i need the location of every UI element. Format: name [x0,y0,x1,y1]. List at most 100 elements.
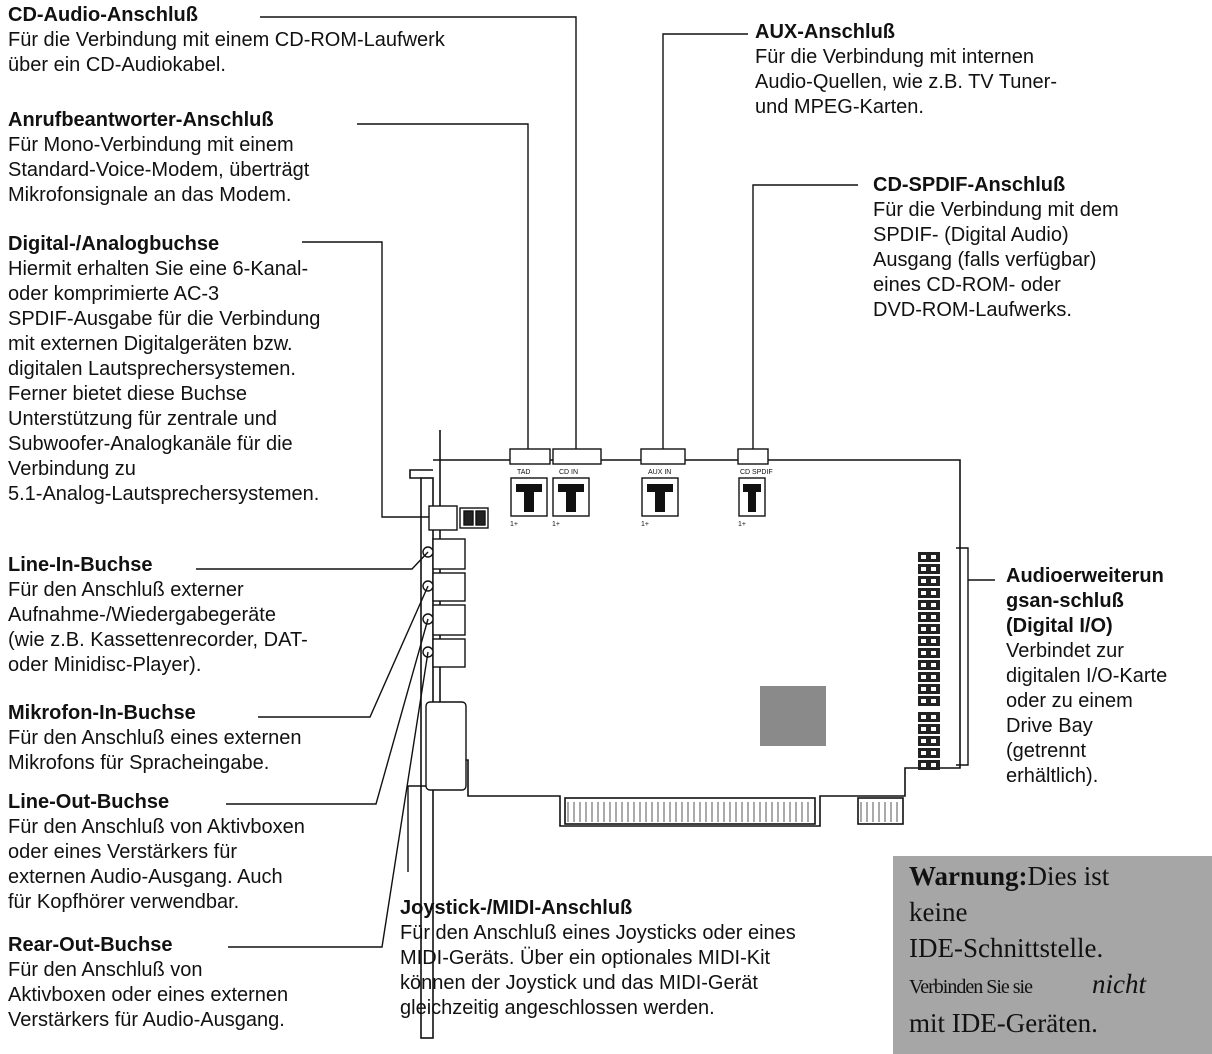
warning-box: Warnung:Dies ist keine IDE-Schnittstelle… [893,856,1212,1054]
aux-connector-frame [640,448,686,465]
cd-audio-label: CD-Audio-Anschluß Für die Verbindung mit… [8,3,445,78]
digital-analog-line: digitalen Lautsprechersystemen. [8,358,296,380]
tad-connector-label: TAD [517,469,530,476]
aux-line: Für die Verbindung mit internen [755,46,1035,68]
cd-spdif-connector-label: CD SPDIF [740,469,773,476]
line-in-line: (wie z.B. Kassettenrecorder, DAT- [8,629,308,651]
line-out-line: Für den Anschluß von Aktivboxen [8,816,305,838]
warning-text: Dies ist [1027,861,1110,891]
mic-in-line: Für den Anschluß eines externen [8,727,302,749]
joystick-line: gleichzeitig angeschlossen werden. [400,997,715,1019]
tad-line: Für Mono-Verbindung mit einem [8,134,294,156]
tad-label: Anrufbeantworter-Anschluß Für Mono-Verbi… [8,108,309,208]
warning-line-1: Warnung:Dies ist [909,858,1212,894]
digital-analog-line: SPDIF-Ausgabe für die Verbindung [8,308,321,330]
mic-in-line: Mikrofons für Spracheingabe. [8,752,270,774]
leader-line-out [226,618,429,805]
pin-label: 1+ [738,521,746,528]
tad-connector-frame [509,448,551,465]
warning-text: Verbinden Sie sie [909,976,1033,998]
aux-line: und MPEG-Karten. [755,96,924,118]
aux-title: AUX-Anschluß [755,21,895,43]
digital-analog-title: Digital-/Analogbuchse [8,233,220,255]
joystick-line: können der Joystick und das MIDI-Gerät [400,972,758,994]
line-out-line: oder eines Verstärkers für [8,841,237,863]
cd-audio-line: Für die Verbindung mit einem CD-ROM-Lauf… [8,29,445,51]
pci-edge-connector-right [857,797,904,825]
leader-mic-in [258,585,429,718]
audio-ext-line: erhältlich). [1006,765,1099,787]
board-outline [433,430,961,827]
line-in-title: Line-In-Buchse [8,554,153,576]
joystick-midi-port [425,701,467,791]
audio-ext-line: oder zu einem [1006,690,1133,712]
leader-aux [662,33,748,449]
cd-spdif-line: Für die Verbindung mit dem [873,199,1119,221]
audio-chip [760,686,826,746]
cd-spdif-line: eines CD-ROM- oder [873,274,1061,296]
line-in-line: Für den Anschluß externer [8,579,244,601]
pin-label: 1+ [641,521,649,528]
warning-line-4: Verbinden Sie sie nicht [909,966,1212,1005]
digital-analog-line: Unterstützung für zentrale und [8,408,278,430]
pci-teeth [567,802,898,822]
mic-in-title: Mikrofon-In-Buchse [8,702,196,724]
warning-line-5: mit IDE-Geräten. [909,1008,1098,1038]
joystick-line: Für den Anschluß eines Joysticks oder ei… [400,922,796,944]
cd-audio-line: über ein CD-Audiokabel. [8,54,226,76]
audio-ext-line: digitalen I/O-Karte [1006,665,1168,687]
warning-line-2: keine [909,897,968,927]
aux-line: Audio-Quellen, wie z.B. TV Tuner- [755,71,1057,93]
cd-spdif-connector-frame [737,448,769,465]
digital-analog-line: mit externen Digitalgeräten bzw. [8,333,293,355]
tad-title: Anrufbeantworter-Anschluß [8,109,274,131]
cd-spdif-line: DVD-ROM-Laufwerks. [873,299,1072,321]
aux-in-connector-label: AUX IN [648,469,671,476]
tad-line: Mikrofonsignale an das Modem. [8,184,292,206]
joystick-label: Joystick-/MIDI-Anschluß Für den Anschluß… [400,896,796,1021]
cd-spdif-line: Ausgang (falls verfügbar) [873,249,1097,271]
digital-analog-line: Hiermit erhalten Sie eine 6-Kanal- [8,258,309,280]
audio-ext-title: gsan-schluß [1006,590,1124,612]
digital-io-header [918,552,940,770]
leader-digital-analog [302,241,429,518]
line-in-jack [432,538,466,570]
rear-out-line: Aktivboxen oder eines externen [8,984,289,1006]
line-out-title: Line-Out-Buchse [8,791,170,813]
pci-edge-connector [564,797,816,825]
cd-in-connector-frame [552,448,602,465]
line-out-line: externen Audio-Ausgang. Auch [8,866,283,888]
digital-analog-label: Digital-/Analogbuchse Hiermit erhalten S… [8,232,320,507]
aux-label: AUX-Anschluß Für die Verbindung mit inte… [755,20,1057,120]
leader-rear-out [228,651,429,948]
cd-spdif-label: CD-SPDIF-Anschluß Für die Verbindung mit… [873,173,1119,323]
warning-line-3: IDE-Schnittstelle. [909,933,1104,963]
cd-in-connector-label: CD IN [559,469,578,476]
leader-tad [357,123,529,449]
leader-audio-ext [956,547,969,766]
tad-line: Standard-Voice-Modem, überträgt [8,159,310,181]
digital-analog-line: Subwoofer-Analogkanäle für die [8,433,293,455]
line-in-line: Aufnahme-/Wiedergabegeräte [8,604,276,626]
audio-ext-title: (Digital I/O) [1006,615,1113,637]
digital-analog-line: 5.1-Analog-Lautsprechersystemen. [8,483,320,505]
audio-ext-line: (getrennt [1006,740,1087,762]
pin-label: 1+ [510,521,518,528]
leader-cd-audio [260,16,577,449]
digital-analog-jack [428,505,458,531]
rear-out-title: Rear-Out-Buchse [8,934,173,956]
warning-heading: Warnung: [909,861,1028,891]
mic-in-jack [432,572,466,602]
digital-analog-line: oder komprimierte AC-3 [8,283,220,305]
audio-ext-line: Verbindet zur [1006,640,1124,662]
rear-out-line: Für den Anschluß von [8,959,203,981]
rear-out-line: Verstärkers für Audio-Ausgang. [8,1009,285,1031]
line-out-jack [432,604,466,636]
audio-ext-line: Drive Bay [1006,715,1093,737]
leader-line-in [196,551,429,570]
cd-spdif-line: SPDIF- (Digital Audio) [873,224,1069,246]
audio-ext-title: Audioerweiterun [1006,565,1164,587]
warning-emphasis: nicht [1091,969,1146,999]
cd-spdif-title: CD-SPDIF-Anschluß [873,174,1066,196]
digital-analog-line: Verbindung zu [8,458,136,480]
